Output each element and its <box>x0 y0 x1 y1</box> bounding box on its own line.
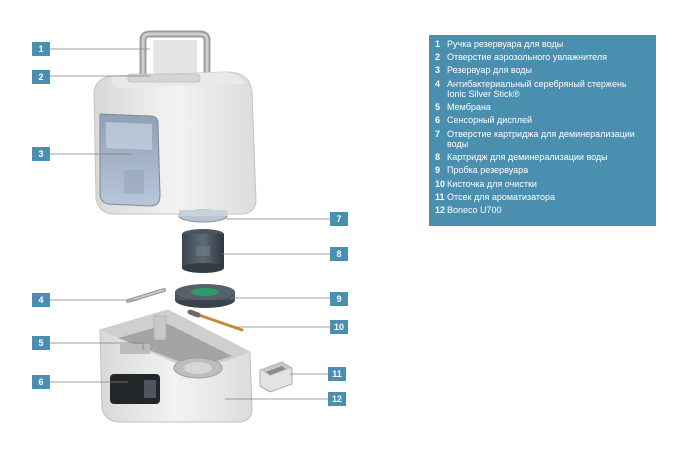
legend-number: 12 <box>435 205 446 216</box>
legend-label: Сенсорный дисплей <box>447 115 532 126</box>
legend-item: 10 Кисточка для очистки <box>435 179 650 189</box>
legend-label: Картридж для деминерализации воды <box>447 152 608 163</box>
callout-5: 5 <box>32 336 50 350</box>
water-tank-handle <box>139 30 211 80</box>
callout-leaders <box>47 48 332 400</box>
tank-plug <box>175 284 235 308</box>
legend-item: 1 Ручка резервуара для воды <box>435 39 650 49</box>
callout-3: 3 <box>32 147 50 161</box>
legend-label: Кисточка для очистки <box>447 178 537 189</box>
legend-number: 1 <box>435 39 441 49</box>
callout-8: 8 <box>330 247 348 261</box>
legend-item: 5 Мембрана <box>435 102 650 112</box>
legend-item: 2 Отверстие аэрозольного увлажнителя <box>435 52 650 62</box>
demineralization-cartridge <box>182 229 224 273</box>
base-unit <box>99 309 253 423</box>
legend-item: 6 Сенсорный дисплей <box>435 115 650 125</box>
legend-number: 9 <box>435 165 441 176</box>
legend-label: Ручка резервуара для воды <box>447 39 564 49</box>
callout-10: 10 <box>330 320 348 334</box>
callout-9: 9 <box>330 292 348 306</box>
legend-number: 6 <box>435 115 441 126</box>
legend-number: 2 <box>435 52 441 63</box>
callout-11: 11 <box>328 367 346 381</box>
callout-4: 4 <box>32 293 50 307</box>
legend-number: 3 <box>435 65 441 76</box>
legend-item: 8 Картридж для деминерализации воды <box>435 152 650 162</box>
legend-number: 10 <box>435 178 446 189</box>
legend-number: 4 <box>435 78 441 89</box>
legend-item: 12 Boneco U700 <box>435 205 650 215</box>
callout-2: 2 <box>32 70 50 84</box>
legend-item: 11 Отсек для ароматизатора <box>435 192 650 202</box>
legend-label: Мембрана <box>447 102 491 113</box>
legend-label: Антибактериальный серебряный стержень Io… <box>447 78 627 100</box>
callout-12: 12 <box>328 392 346 406</box>
water-tank <box>93 71 257 223</box>
parts-legend: 1 Ручка резервуара для воды 2 Отверстие … <box>429 35 656 226</box>
legend-item: 7 Отверстие картриджа для деминерализаци… <box>435 129 650 150</box>
legend-label: Boneco U700 <box>447 205 502 216</box>
legend-label: Пробка резервуара <box>447 165 529 176</box>
legend-item: 9 Пробка резервуара <box>435 165 650 175</box>
legend-number: 5 <box>435 102 441 113</box>
legend-number: 8 <box>435 152 441 163</box>
legend-label: Отсек для ароматизатора <box>447 191 555 202</box>
legend-number: 11 <box>435 191 445 202</box>
callout-6: 6 <box>32 375 50 389</box>
legend-label: Резервуар для воды <box>447 65 533 76</box>
callout-1: 1 <box>32 42 50 56</box>
legend-label: Отверстие аэрозольного увлажнителя <box>447 52 608 63</box>
legend-item: 3 Резервуар для воды <box>435 65 650 75</box>
ionic-silver-stick <box>126 288 166 303</box>
callout-7: 7 <box>330 212 348 226</box>
cleaning-brush <box>187 309 244 332</box>
legend-number: 7 <box>435 128 441 139</box>
legend-item: 4 Антибактериальный серебряный стержень … <box>435 79 650 100</box>
legend-label: Отверстие картриджа для деминерализации … <box>447 128 635 150</box>
aroma-compartment <box>259 361 293 393</box>
